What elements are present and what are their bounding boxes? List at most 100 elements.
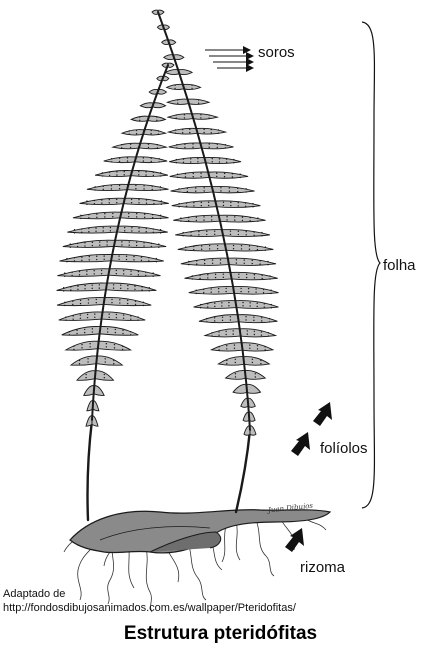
sorus-dot (126, 157, 129, 159)
sorus-dot (217, 129, 220, 131)
sorus-dot (159, 229, 162, 231)
sorus-dot (145, 274, 147, 277)
pinna (232, 383, 248, 394)
sorus-dot (88, 231, 90, 233)
sorus-dot (184, 176, 187, 178)
sorus-dot (135, 184, 137, 187)
pinna (151, 9, 159, 15)
sorus-dot (134, 288, 136, 291)
sorus-dot (196, 263, 198, 265)
credit-url[interactable]: http://fondosdibujosanimados.com.es/wall… (3, 602, 296, 614)
pinna (187, 98, 211, 105)
sorus-dot (243, 262, 245, 264)
sorus-dot (210, 291, 212, 293)
sorus-dot (62, 290, 65, 292)
sorus-dot (103, 255, 105, 257)
sorus-dot (228, 187, 231, 189)
sorus-dot (138, 227, 140, 229)
pinna (143, 129, 168, 136)
sorus-dot (259, 260, 261, 262)
sorus-dot (139, 116, 141, 118)
sorus-dot (210, 288, 212, 290)
pinna (240, 397, 249, 408)
pinna (169, 171, 210, 179)
sorus-dot (188, 264, 190, 266)
sorus-dot (261, 235, 263, 237)
sorus-dot (200, 204, 202, 207)
sorus-dot (98, 287, 101, 289)
sorus-dot (118, 258, 120, 261)
sorus-dot (232, 333, 234, 335)
sorus-dot (193, 249, 195, 251)
sorus-dot (72, 318, 74, 320)
sorus-dot (113, 343, 116, 346)
sorus-dot (68, 334, 71, 336)
sorus-dot (192, 146, 194, 148)
sorus-dot (137, 270, 140, 273)
sorus-dot (259, 263, 261, 265)
sorus-dot (91, 244, 94, 247)
pinna (111, 253, 164, 263)
sorus-dot (189, 131, 191, 134)
sorus-dot (66, 261, 68, 263)
sorus-dot (156, 119, 158, 121)
sorus-dot (190, 231, 192, 233)
sorus-dot (190, 158, 192, 160)
sorus-dot (248, 245, 251, 247)
sorus-dot (195, 289, 197, 291)
sorus-dot (218, 158, 221, 160)
sorus-dot (256, 245, 259, 248)
sorus-dot (108, 313, 110, 315)
sorus-dot (104, 216, 106, 218)
sorus-dot (148, 290, 150, 292)
sorus-dot (96, 213, 98, 215)
sorus-dot (111, 298, 113, 301)
sorus-dot (197, 99, 200, 101)
sorus-dot (213, 230, 216, 232)
sorus-dot (211, 219, 213, 221)
sorus-dot (110, 188, 113, 190)
sorus-dot (128, 133, 130, 135)
pinna (97, 340, 133, 351)
sorus-dot (178, 202, 180, 205)
sorus-dot (190, 234, 192, 236)
sorus-dot (233, 344, 236, 346)
sorus-dot (232, 244, 235, 247)
sorus-dot (137, 319, 139, 321)
sorus-dot (95, 301, 97, 304)
pinna (91, 415, 99, 427)
sorus-dot (234, 361, 237, 364)
sorus-dot (113, 347, 116, 349)
sorus-dot (182, 161, 185, 164)
sorus-dot (208, 114, 210, 116)
sorus-dot (71, 271, 73, 273)
sorus-dot (225, 287, 227, 290)
sorus-dot (143, 188, 145, 190)
sorus-dot (125, 255, 128, 258)
pinna (233, 285, 279, 295)
sorus-dot (159, 189, 162, 191)
sorus-dot (118, 184, 121, 187)
sorus-dot (218, 349, 220, 351)
sorus-dot (200, 245, 203, 247)
sorus-dot (214, 305, 216, 308)
sorus-dot (263, 306, 265, 308)
sorus-dot (124, 230, 126, 232)
pinna (193, 300, 237, 309)
sorus-dot (158, 158, 160, 160)
sorus-dot (267, 335, 270, 337)
sorus-dot (143, 213, 146, 215)
sorus-dot (68, 330, 71, 333)
sorus-dot (216, 172, 218, 174)
pinna (208, 171, 249, 179)
sorus-dot (200, 175, 202, 178)
source-credit: Adaptado de http://fondosdibujosanimados… (3, 587, 296, 615)
sorus-dot (110, 158, 113, 160)
pinna (224, 370, 246, 380)
sorus-dot (181, 132, 184, 134)
sorus-dot (218, 331, 220, 333)
sorus-dot (87, 361, 89, 363)
sorus-dot (232, 330, 234, 332)
sorus-dot (150, 129, 152, 132)
